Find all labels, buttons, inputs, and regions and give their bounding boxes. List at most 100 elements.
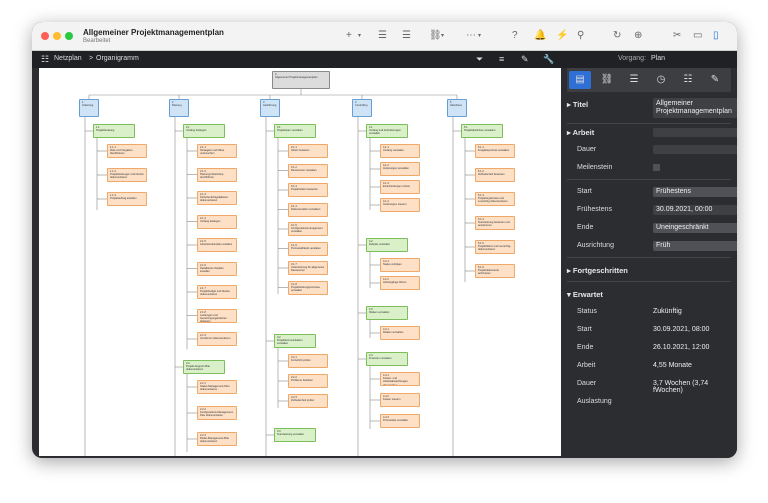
chevron-down-icon[interactable]: ▾ [478,33,482,39]
ausrichtung-select[interactable]: Früh⇕ [653,241,737,251]
erwartet-section[interactable]: ▾ Erwartet [567,290,603,299]
network-icon[interactable]: ☷ [41,54,50,64]
start-select[interactable]: Frühestens⇕ [653,187,737,197]
titel-field[interactable]: Allgemeiner Projektmanagementplan [653,98,737,118]
brush-icon[interactable]: ✎ [521,54,529,64]
help-icon[interactable]: ? [512,30,518,41]
arbeit-field[interactable] [653,128,737,137]
notes-icon[interactable]: ✎ [710,74,720,85]
meilenstein-checkbox[interactable] [653,164,660,171]
chevron-down-icon[interactable]: ▾ [358,33,362,39]
zoom-window-button[interactable] [65,32,73,40]
arbeit-section[interactable]: ▸ Arbeit [567,128,594,137]
breadcrumb-root[interactable]: Netzplan [54,55,82,62]
ende-select[interactable]: Uneingeschränkt⇕ [653,223,737,233]
chevron-down-icon[interactable]: ▾ [441,33,445,39]
structure-icon[interactable]: ≡ [499,54,505,64]
panel-right-icon[interactable]: ▯ [713,30,719,41]
tools-icon[interactable]: ✂ [673,30,682,41]
minimize-window-button[interactable] [53,32,61,40]
more-icon[interactable]: ⋯ [466,30,476,41]
indent-icon[interactable]: ☰ [402,30,411,41]
dauer-field[interactable] [653,145,737,154]
breadcrumb-current[interactable]: Organigramm [96,55,139,62]
sync-icon[interactable]: ⚡ [556,30,569,41]
fruehestens-datepicker[interactable]: 30.09.2021, 00:00▾ [653,205,737,215]
titel-section[interactable]: ▸ Titel [567,100,588,109]
add-icon[interactable]: + [346,30,352,41]
panel-bottom-icon[interactable]: ▭ [693,30,703,41]
task-icon[interactable]: ▤ [569,71,591,89]
user-icon[interactable]: ⚲ [577,30,585,41]
close-window-button[interactable] [41,32,49,40]
globe-icon[interactable]: ⊕ [634,30,643,41]
link-icon[interactable]: ⛓ [429,30,442,41]
refresh-icon[interactable]: ↻ [613,30,622,41]
link-icon[interactable]: ⛓ [600,74,614,85]
outdent-icon[interactable]: ☰ [378,30,387,41]
filter-icon[interactable]: ⏷ [476,54,484,64]
wrench-icon[interactable]: 🔧 [543,54,555,64]
resource-icon[interactable]: ☰ [629,74,639,85]
timer-icon[interactable]: ◷ [656,74,666,85]
bell-icon[interactable]: 🔔 [534,30,547,41]
